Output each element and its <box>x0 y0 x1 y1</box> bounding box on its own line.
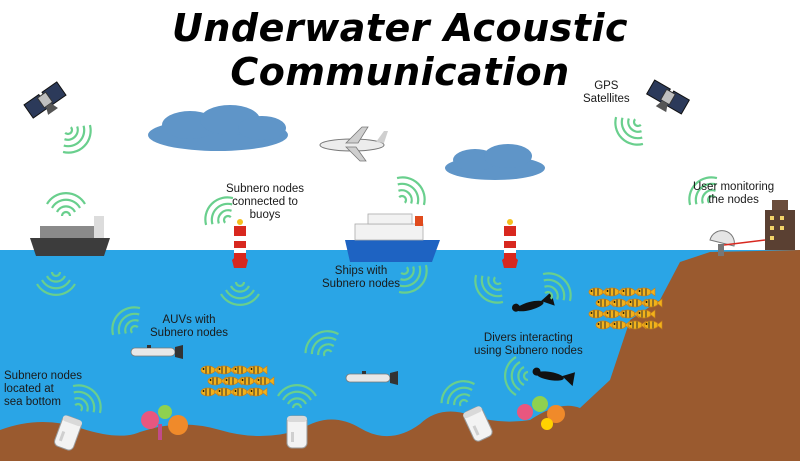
cloud-right <box>445 144 545 180</box>
buoy-left-icon <box>232 219 248 268</box>
diver-lower-icon <box>532 367 576 387</box>
satellite-dish-icon <box>709 230 766 256</box>
bottom-node-center-icon <box>286 415 308 449</box>
fish-school-center <box>200 365 275 397</box>
cloud-left <box>148 105 288 151</box>
airplane-icon <box>319 126 388 162</box>
buoy-right-icon <box>502 219 518 268</box>
cruise-ship-icon <box>345 213 440 262</box>
building-icon <box>765 200 795 250</box>
page-title: Underwater Acoustic Communication <box>171 6 629 94</box>
coral-left <box>141 405 188 440</box>
coral-right <box>517 396 565 430</box>
cargo-ship-icon <box>30 216 110 256</box>
seabed <box>0 250 800 461</box>
